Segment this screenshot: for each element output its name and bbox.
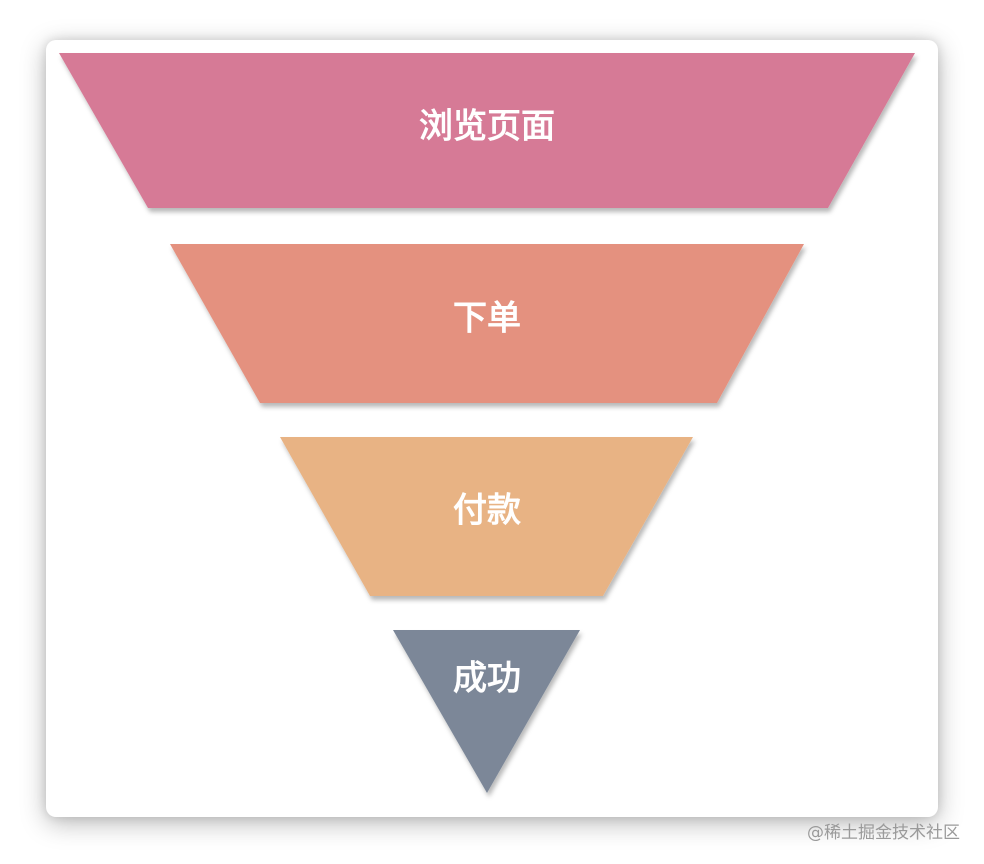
funnel-stage-2: 下单 bbox=[170, 244, 804, 403]
funnel-stage-3: 付款 bbox=[280, 437, 693, 596]
funnel-stage-4-label: 成功 bbox=[453, 659, 521, 699]
funnel-stage-2-label: 下单 bbox=[453, 299, 521, 339]
watermark-text: @稀土掘金技术社区 bbox=[807, 823, 960, 843]
funnel-stage-3-label: 付款 bbox=[453, 491, 521, 531]
funnel-stage-4: 成功 bbox=[393, 630, 580, 793]
funnel-stage-3-shape bbox=[280, 437, 693, 596]
funnel-stage-1: 浏览页面 bbox=[59, 53, 915, 208]
funnel-stage-4-shape bbox=[393, 630, 580, 793]
funnel-stage-2-shape bbox=[170, 244, 804, 403]
funnel-stage-1-label: 浏览页面 bbox=[419, 107, 555, 147]
funnel-stage-1-shape bbox=[59, 53, 915, 208]
